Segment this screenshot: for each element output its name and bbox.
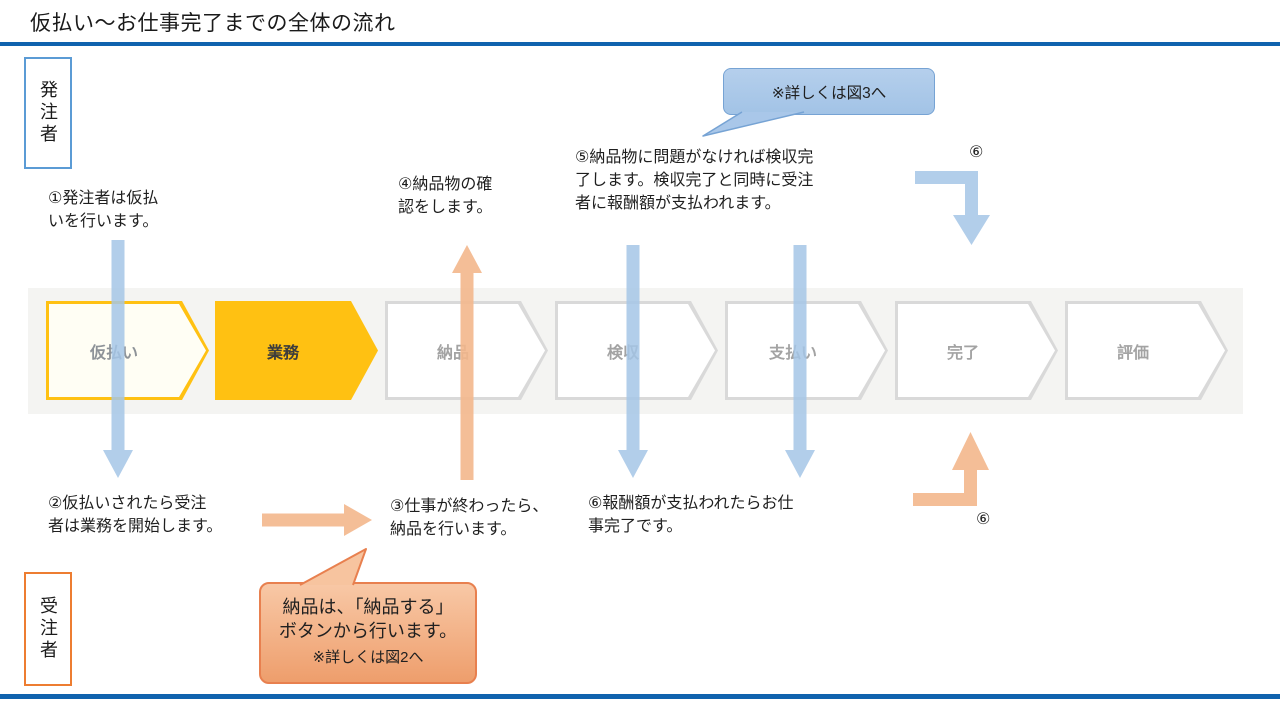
contractor-actor-box: 受注者 [24, 572, 72, 686]
note-step6: ⑥報酬額が支払われたらお仕 事完了です。 [588, 495, 794, 536]
callout-figure3-tail-icon [702, 111, 805, 137]
step-label: 業務 [266, 344, 299, 362]
step-chevron-advance-payment: 仮払い [46, 301, 209, 400]
arrow-complete-elbow-down-icon [915, 171, 990, 245]
callout-figure3-bubble: ※詳しくは図3へ [723, 68, 935, 115]
note-step1: ①発注者は仮払 いを行います。 [48, 190, 159, 231]
arrow-start-work-right-icon [262, 504, 372, 536]
step-label: 完了 [946, 344, 979, 362]
callout-delivery-text: 納品は、「納品する」 ボタンから行います。 [278, 597, 458, 642]
step-label: 評価 [1116, 344, 1149, 362]
note-step2: ②仮払いされたら受注 者は業務を開始します。 [48, 495, 223, 536]
step-chevron-inspection: 検収 [555, 301, 718, 400]
callout-figure3-text: ※詳しくは図3へ [771, 84, 887, 102]
callout-delivery-bubble: 納品は、「納品する」 ボタンから行います。 ※詳しくは図2へ [259, 582, 477, 684]
arrow-complete-elbow-up-icon [913, 432, 989, 506]
step-chevron-evaluation: 評価 [1065, 301, 1228, 400]
chevron-fill [1068, 304, 1225, 397]
callout-delivery-note: ※詳しくは図2へ [312, 648, 424, 666]
chevron-fill [218, 304, 375, 397]
step6-marker-bottom: ⑥ [976, 511, 991, 528]
step-chevron-work: 業務 [215, 301, 378, 400]
step-label: 支払い [768, 344, 817, 362]
step-label: 仮払い [89, 344, 138, 362]
note-step4: ④納品物の確 認をします。 [398, 176, 493, 217]
page-title: 仮払い～お仕事完了までの全体の流れ [30, 12, 396, 35]
step-chevron-complete: 完了 [895, 301, 1058, 400]
step-label: 検収 [606, 344, 639, 362]
bottom-divider [0, 694, 1280, 699]
title-divider [0, 42, 1280, 46]
step-chevron-delivery: 納品 [385, 301, 548, 400]
client-actor-box: 発注者 [24, 57, 72, 169]
client-actor-label: 発注者 [38, 80, 58, 146]
process-step-band: 仮払い 業務 納品 検収 支払い 完了 [28, 288, 1243, 414]
step-label: 納品 [436, 344, 469, 362]
step-chevron-payment: 支払い [725, 301, 888, 400]
note-step3: ③仕事が終わったら、 納品を行います。 [390, 498, 549, 539]
chevron-fill [898, 304, 1055, 397]
step6-marker-top: ⑥ [969, 144, 984, 161]
callout-delivery-tail-icon [299, 548, 367, 586]
contractor-actor-label: 受注者 [38, 596, 58, 662]
note-step5: ⑤納品物に問題がなければ検収完 了します。検収完了と同時に受注 者に報酬額が支払… [575, 149, 814, 213]
